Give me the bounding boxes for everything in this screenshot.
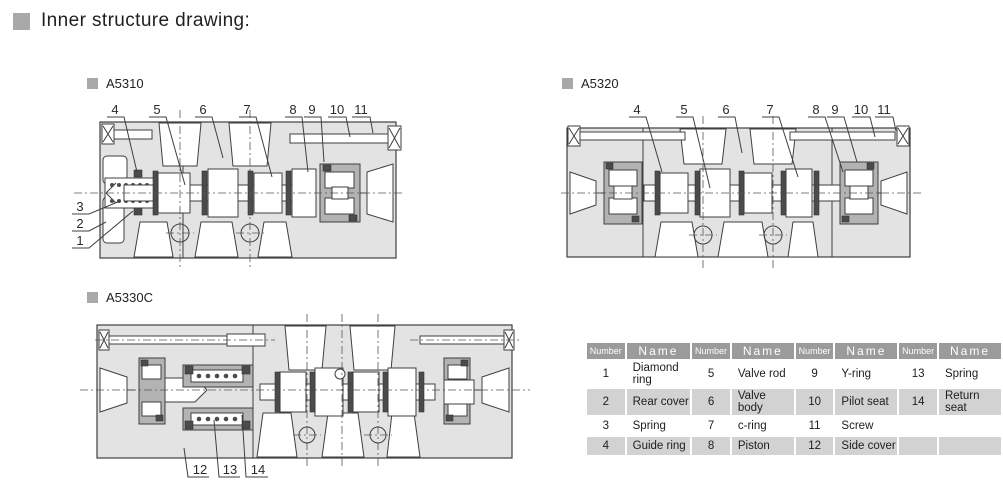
a5330c-bullet-icon xyxy=(87,292,98,303)
part-name-cell: Valve rod xyxy=(731,361,794,387)
part-number-cell: 7 xyxy=(692,417,730,435)
part-name-cell: Spring xyxy=(626,417,691,435)
a5310-callouts: 4 5 6 7 8 9 10 11 3 2 1 xyxy=(72,102,374,249)
a5310-screws xyxy=(101,123,402,151)
callout-8: 8 xyxy=(812,102,819,117)
a5330c-diagram: 12 13 14 xyxy=(80,314,530,478)
part-number-cell: 2 xyxy=(587,389,625,415)
callout-9: 9 xyxy=(831,102,838,117)
a5310-centerlines xyxy=(74,110,404,268)
a5330c-side-cover-assembly xyxy=(182,364,254,431)
callout-7: 7 xyxy=(766,102,773,117)
part-number-cell: 8 xyxy=(692,437,730,455)
table-row: 4 Guide ring 8 Piston 12 Side cover xyxy=(587,437,1001,455)
a5330c-end-caps xyxy=(99,367,510,413)
page-title-row: Inner structure drawing: xyxy=(13,10,250,32)
header-number: Number xyxy=(587,343,625,359)
a5310-label: A5310 xyxy=(106,76,144,91)
part-number-cell: 3 xyxy=(587,417,625,435)
parts-table: Number Name Number Name Number Name Numb… xyxy=(585,341,1003,457)
a5320-screws xyxy=(567,125,910,147)
a5310-bullet-icon xyxy=(87,78,98,89)
part-number-cell: 9 xyxy=(795,361,834,387)
a5330c-left-assembly xyxy=(138,357,208,425)
header-number: Number xyxy=(899,343,937,359)
a5330c-screws xyxy=(95,329,520,351)
header-name: Name xyxy=(835,343,898,359)
callout-1: 1 xyxy=(76,233,83,248)
a5320-diagram: 4 5 6 7 8 9 10 11 xyxy=(561,102,921,270)
part-number-cell: 10 xyxy=(795,389,834,415)
part-number-cell: 1 xyxy=(587,361,625,387)
a5310-pilot-assembly xyxy=(319,163,394,223)
part-number-cell: 6 xyxy=(692,389,730,415)
callout-5: 5 xyxy=(680,102,687,117)
table-row: 3 Spring 7 c-ring 11 Screw xyxy=(587,417,1001,435)
header-number: Number xyxy=(692,343,730,359)
part-name-cell: Spring xyxy=(938,361,1001,387)
callout-4: 4 xyxy=(633,102,640,117)
a5320-centerlines xyxy=(561,116,921,270)
part-name-cell: Rear cover xyxy=(626,389,691,415)
callout-8: 8 xyxy=(289,102,296,117)
part-name-cell: Guide ring xyxy=(626,437,691,455)
part-name-cell: Valve body xyxy=(731,389,794,415)
callout-11: 11 xyxy=(354,102,368,117)
part-name-cell: c-ring xyxy=(731,417,794,435)
header-name: Name xyxy=(731,343,794,359)
part-name-cell: Diamond ring xyxy=(626,361,691,387)
page-title: Inner structure drawing: xyxy=(41,10,251,31)
callout-7: 7 xyxy=(243,102,250,117)
section-label-a5320: A5320 xyxy=(562,76,619,91)
table-row: 1 Diamond ring 5 Valve rod 9 Y-ring 13 S… xyxy=(587,361,1001,387)
part-number-cell xyxy=(899,437,937,455)
callout-13: 13 xyxy=(223,462,237,477)
part-number-cell: 11 xyxy=(795,417,834,435)
a5330c-spool xyxy=(259,367,436,417)
part-name-cell: Y-ring xyxy=(835,361,898,387)
callout-10: 10 xyxy=(330,102,344,117)
a5310-diagram: 4 5 6 7 8 9 10 11 3 2 1 xyxy=(72,102,404,268)
callout-6: 6 xyxy=(722,102,729,117)
a5330c-label: A5330C xyxy=(106,290,153,305)
part-name-cell xyxy=(938,437,1001,455)
part-name-cell: Screw xyxy=(835,417,898,435)
callout-2: 2 xyxy=(76,216,83,231)
title-bullet-icon xyxy=(13,12,30,30)
a5320-bullet-icon xyxy=(562,78,573,89)
a5330c-callouts: 12 13 14 xyxy=(183,414,268,478)
part-number-cell xyxy=(899,417,937,435)
header-name: Name xyxy=(626,343,691,359)
callout-14: 14 xyxy=(251,462,265,477)
parts-table-header-row: Number Name Number Name Number Name Numb… xyxy=(587,343,1001,359)
part-name-cell: Return seat xyxy=(938,389,1001,415)
part-number-cell: 5 xyxy=(692,361,730,387)
a5330c-centerlines xyxy=(80,314,530,466)
section-label-a5330c: A5330C xyxy=(87,290,153,305)
a5320-callouts: 4 5 6 7 8 9 10 11 xyxy=(629,102,897,189)
callout-11: 11 xyxy=(877,102,891,117)
callout-3: 3 xyxy=(76,199,83,214)
part-name-cell: Side cover xyxy=(835,437,898,455)
header-name: Name xyxy=(938,343,1001,359)
part-name-cell: Piston xyxy=(731,437,794,455)
section-label-a5310: A5310 xyxy=(87,76,144,91)
part-number-cell: 12 xyxy=(795,437,834,455)
a5320-label: A5320 xyxy=(581,76,619,91)
part-number-cell: 13 xyxy=(899,361,937,387)
callout-5: 5 xyxy=(153,102,160,117)
callout-10: 10 xyxy=(854,102,868,117)
header-number: Number xyxy=(795,343,834,359)
part-name-cell: Pilot seat xyxy=(835,389,898,415)
callout-9: 9 xyxy=(308,102,315,117)
callout-4: 4 xyxy=(111,102,118,117)
part-number-cell: 4 xyxy=(587,437,625,455)
table-row: 2 Rear cover 6 Valve body 10 Pilot seat … xyxy=(587,389,1001,415)
callout-12: 12 xyxy=(193,462,207,477)
part-number-cell: 14 xyxy=(899,389,937,415)
callout-6: 6 xyxy=(199,102,206,117)
a5330c-right-assembly xyxy=(443,357,475,425)
part-name-cell xyxy=(938,417,1001,435)
